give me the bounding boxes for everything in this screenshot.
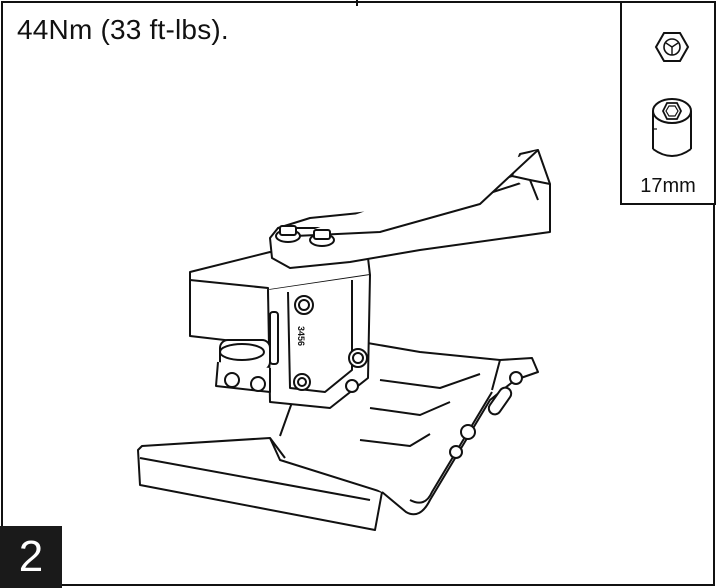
mount-block (189, 251, 371, 409)
torque-instruction: 44Nm (33 ft-lbs). (17, 14, 229, 45)
plate-holes (293, 295, 368, 393)
step-number-badge: 2 (0, 526, 62, 588)
frame-notch (356, 0, 358, 6)
tools-icons (652, 32, 692, 157)
socket-size-label: 17mm (640, 175, 696, 197)
pivot-arm (269, 149, 551, 269)
frame-slots (449, 371, 523, 459)
hex-nut-icon (654, 32, 690, 62)
pivot-hub (215, 339, 271, 393)
part-marking: 3456 (296, 326, 306, 346)
hex-socket-icon (652, 98, 692, 157)
arm-bolts (275, 225, 335, 247)
tools-box: 17mm (620, 1, 716, 205)
bracket-assembly-illustration: 3456 (137, 149, 551, 531)
